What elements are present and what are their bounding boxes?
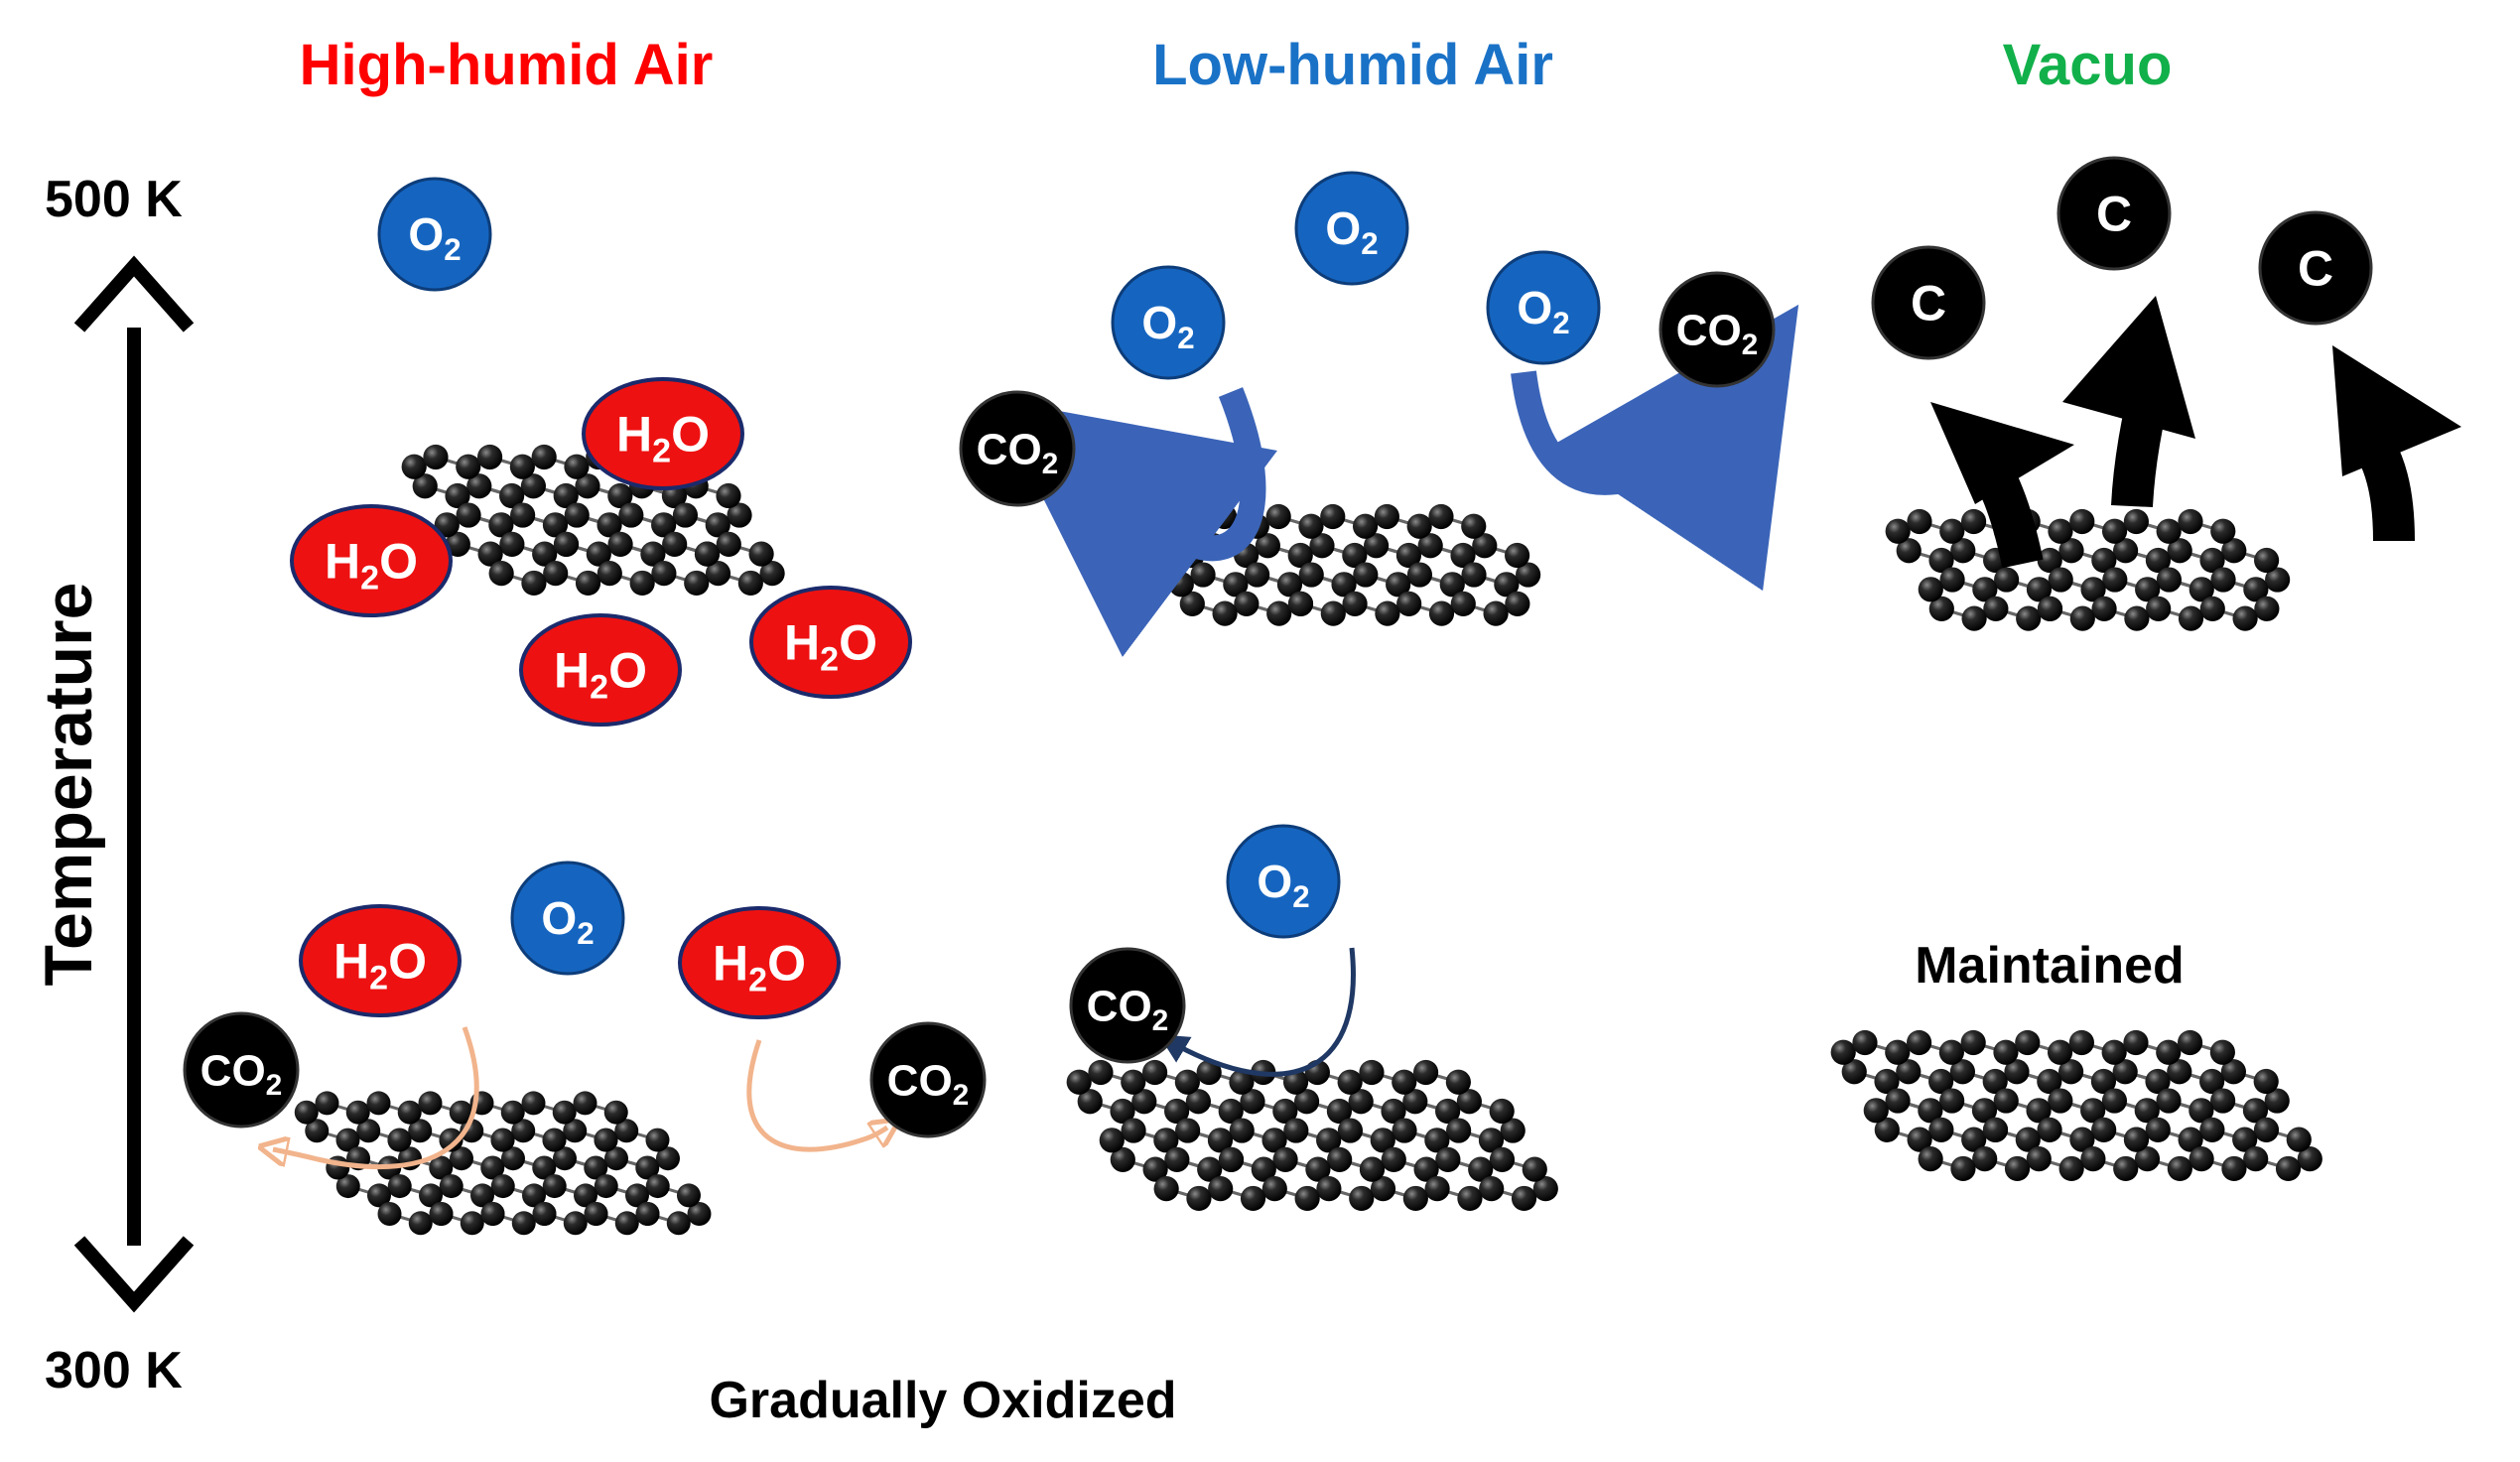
molecule-label: CO2 [200, 1046, 283, 1102]
carbon-release-arrow-2 [2062, 296, 2195, 508]
molecule-label: H2O [554, 643, 647, 707]
molecule-label: CO2 [1676, 306, 1759, 361]
o2-low-500-b: O2 [1111, 265, 1226, 380]
co2-low-500-a: CO2 [959, 390, 1076, 507]
title-high-humid: High-humid Air [300, 33, 714, 97]
molecule-label: H2O [784, 615, 877, 679]
carbon-vacuo-c: C [2258, 210, 2373, 326]
graphene-vacuo-300 [1830, 1029, 2322, 1182]
arrow-oxidation-low-right [1511, 304, 1799, 592]
o2-low-500-a: O2 [1294, 171, 1409, 286]
o2-high-500: O2 [377, 177, 492, 292]
note-gradually-oxidized: Gradually Oxidized [709, 1372, 1176, 1429]
co2-low-500-b: CO2 [1658, 271, 1776, 388]
h2o-high-500-b: H2O [290, 504, 453, 617]
h2o-high-300-b: H2O [678, 906, 841, 1019]
molecule-label: H2O [333, 934, 427, 997]
molecule-label: H2O [325, 534, 418, 598]
molecule-label: CO2 [1087, 982, 1169, 1037]
molecule-label: O2 [1141, 297, 1194, 355]
carbon-vacuo-a: C [2056, 156, 2172, 271]
arrow-oxidation-high-left [273, 1026, 479, 1169]
graphene-high-500 [401, 444, 785, 597]
molecule-label: H2O [713, 936, 806, 999]
molecule-label: O2 [1325, 202, 1378, 261]
molecule-label: C [2298, 241, 2333, 297]
molecule-label: H2O [616, 407, 710, 470]
note-maintained: Maintained [1915, 937, 2185, 995]
axis-top-label: 500 K [45, 171, 183, 228]
graphene-low-300 [1066, 1059, 1558, 1212]
arrow-oxidation-high-right [746, 1039, 887, 1152]
molecule-label: C [2096, 187, 2132, 242]
molecule-label: O2 [408, 208, 461, 267]
arrow-oxidation-low-left [994, 387, 1278, 658]
title-vacuo: Vacuo [2003, 33, 2173, 97]
graphene-low-500 [1135, 503, 1541, 626]
molecule-label: CO2 [977, 425, 1059, 480]
molecule-label: O2 [541, 892, 594, 951]
h2o-high-300-a: H2O [299, 904, 462, 1017]
graphene-high-300 [294, 1091, 712, 1236]
co2-low-300: CO2 [1069, 947, 1186, 1064]
carbon-release-arrow-1 [1930, 402, 2074, 569]
o2-high-300: O2 [510, 861, 625, 976]
o2-low-300: O2 [1226, 824, 1341, 939]
title-low-humid: Low-humid Air [1152, 33, 1553, 97]
co2-high-300-a: CO2 [183, 1011, 300, 1129]
molecule-label: O2 [1257, 856, 1309, 914]
molecule-label: O2 [1517, 282, 1569, 340]
graphene-vacuo-500 [1885, 508, 2291, 631]
temperature-axis [73, 255, 195, 1313]
axis-title: Temperature [31, 583, 106, 987]
carbon-vacuo-b: C [1871, 245, 1986, 360]
arrow-oxidation-low-300 [1158, 947, 1356, 1077]
h2o-high-500-d: H2O [519, 613, 682, 727]
molecule-label: CO2 [887, 1056, 970, 1112]
molecule-label: C [1911, 276, 1946, 332]
h2o-high-500-c: H2O [749, 586, 912, 699]
o2-low-500-c: O2 [1486, 250, 1601, 365]
graphene-sheets [294, 444, 2322, 1236]
axis-bottom-label: 300 K [45, 1342, 183, 1399]
h2o-high-500-a: H2O [582, 377, 744, 490]
carbon-release-arrow-3 [2332, 345, 2461, 542]
co2-high-300-b: CO2 [869, 1021, 987, 1138]
reaction-arrows [273, 296, 2461, 1169]
